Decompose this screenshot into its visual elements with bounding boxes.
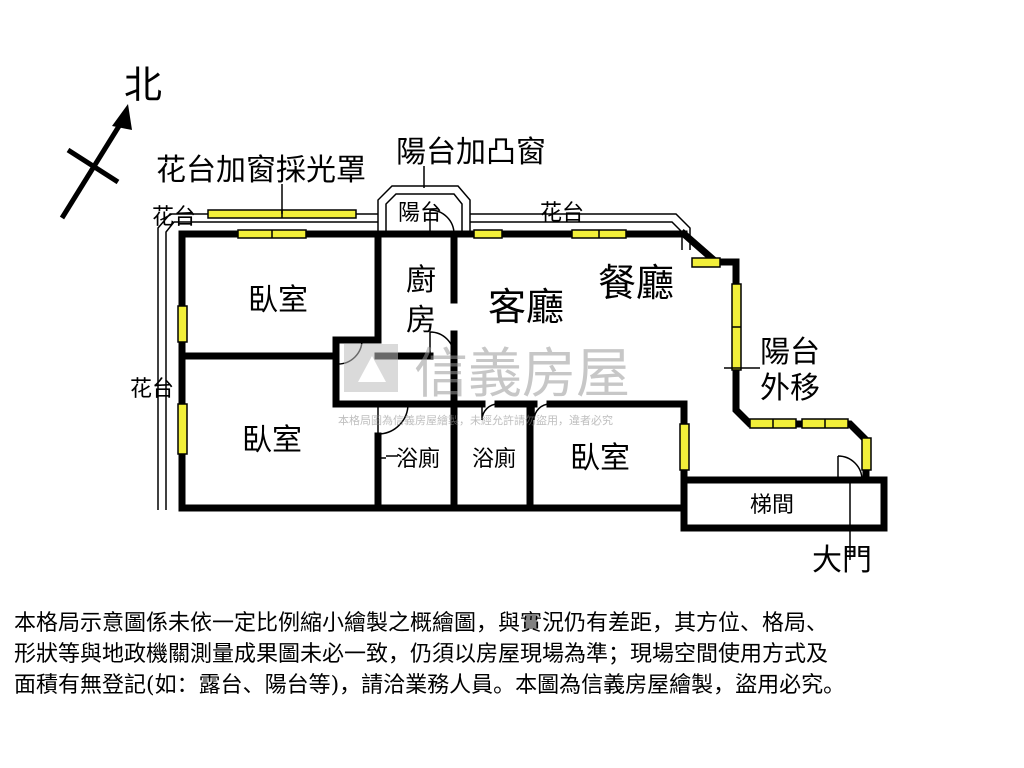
bedroom-2-label: 臥室 xyxy=(242,423,302,458)
leader-lines xyxy=(281,166,760,369)
bedroom-1-label: 臥室 xyxy=(248,283,308,318)
house-roof-icon xyxy=(358,356,386,382)
balcony-top-label: 陽台 xyxy=(398,201,442,226)
flower-window-note: 花台加窗採光罩 xyxy=(156,153,366,188)
disclaimer-text: 本格局示意圖係未依一定比例縮小繪製之概繪圖，與實況仍有差距，其方位、格局、 形狀… xyxy=(14,608,1014,701)
living-room-label: 客廳 xyxy=(488,285,564,329)
compass-arrow xyxy=(59,104,132,220)
flower-bed-top-label: 花台 xyxy=(540,201,584,226)
bathroom-1-label: 浴廁 xyxy=(396,447,440,472)
balcony-moved-label-line2: 外移 xyxy=(760,371,820,406)
disclaimer-line: 本格局示意圖係未依一定比例縮小繪製之概繪圖，與實況仍有差距，其方位、格局、 xyxy=(14,611,829,636)
stairwell-label: 梯間 xyxy=(750,493,794,518)
balcony-bay-note: 陽台加凸窗 xyxy=(396,135,546,170)
flower-bed-topleft-label: 花台 xyxy=(152,205,196,230)
kitchen-label-line2: 房 xyxy=(406,303,436,338)
window-dividers xyxy=(271,210,826,428)
watermark: 信義房屋 本格局圖為信義房屋繪製，未經允許請勿盜用，違者必究 xyxy=(338,342,630,427)
dining-room-label: 餐廳 xyxy=(598,261,674,305)
balcony-moved-label-line1: 陽台 xyxy=(760,335,820,370)
flower-bed-left-label: 花台 xyxy=(130,377,174,402)
watermark-notice: 本格局圖為信義房屋繪製，未經允許請勿盜用，違者必究 xyxy=(338,413,613,427)
disclaimer-line: 形狀等與地政機關測量成果圖未必一致，仍須以房屋現場為準；現場空間使用方式及 xyxy=(14,642,829,667)
main-door-label: 大門 xyxy=(812,543,872,578)
bedroom-3-label: 臥室 xyxy=(570,441,630,476)
kitchen-label-line1: 廚 xyxy=(406,263,436,298)
floor-plan: 北 信義房屋 本格局圖為信義房屋繪製，未經允許請勿盜用，違者必究 花台加窗採光罩… xyxy=(59,63,888,578)
doors xyxy=(337,209,863,560)
bathroom-2-label: 浴廁 xyxy=(472,447,516,472)
disclaimer-line: 面積有無登記(如：露台、陽台等)，請洽業務人員。本圖為信義房屋繪製，盜用必究。 xyxy=(14,673,846,698)
watermark-brand: 信義房屋 xyxy=(414,342,630,405)
north-label: 北 xyxy=(124,63,162,107)
